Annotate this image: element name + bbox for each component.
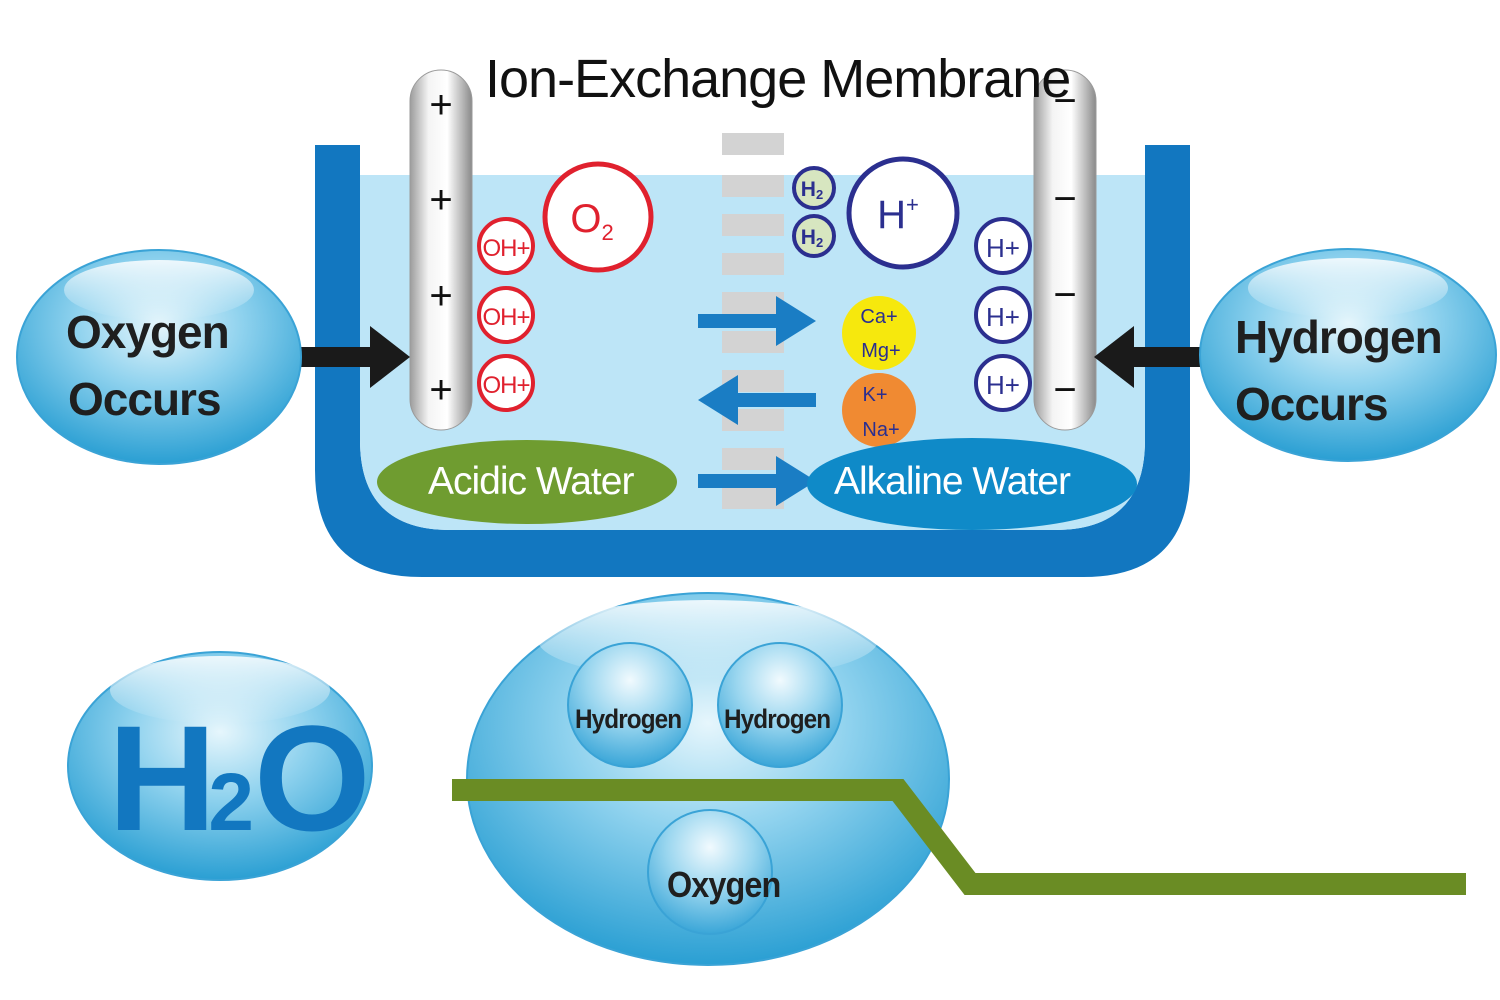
cathode-electrode: − − − − [1033,69,1097,431]
svg-text:H2: H2 [801,178,823,202]
hydrogen-atom-label: Hydrogen [575,704,682,734]
oh-ion: OH+ [477,354,535,412]
arrow-left-icon [698,375,816,425]
svg-text:H2: H2 [801,226,823,250]
oxygen-atom [647,809,773,935]
h2o-bubble [67,651,373,881]
cathode-sign: − [1053,79,1076,123]
cathode-sign: − [1053,368,1076,412]
anode-sign: + [429,274,452,318]
alkaline-water-label: Alkaline Water [834,460,1071,503]
svg-text:Ca+: Ca+ [860,306,897,328]
svg-text:K+: K+ [862,384,887,406]
oxygen-occurs-label: Oxygen [66,306,230,358]
hydrogen-occurs-label: Occurs [1235,378,1389,430]
oxygen-occurs-label: Occurs [68,373,222,425]
hydrogen-atom-label: Hydrogen [724,704,831,734]
svg-text:O2: O2 [570,197,613,245]
cathode-sign: − [1053,273,1076,317]
hydrogen-occurs-bubble [1199,248,1497,462]
arrow-right-icon [292,326,410,388]
arrow-left-icon [1094,326,1200,388]
anode-electrode: + + + + [409,69,473,431]
acidic-water-label: Acidic Water [428,460,634,503]
svg-text:OH+: OH+ [482,304,529,331]
svg-text:H+: H+ [986,370,1020,400]
svg-text:OH+: OH+ [482,235,529,262]
membrane-title: Ion-Exchange Membrane [485,49,1071,109]
oh-ion: OH+ [477,286,535,344]
arrow-right-icon [698,296,816,346]
h-plus-ion-large: H+ [846,156,960,270]
green-line [452,779,1466,895]
acidic-water-pill [377,440,677,524]
ca-mg-cation: Ca+ Mg+ [842,296,916,370]
h2o-label: H2O [108,694,371,862]
h2-molecule: H2 [792,166,836,210]
hydrogen-atom [567,642,693,768]
h-plus-ion: H+ [974,354,1032,412]
svg-text:OH+: OH+ [482,372,529,399]
h2-molecule: H2 [792,214,836,258]
h-plus-ion: H+ [974,286,1032,344]
cathode-sign: − [1053,177,1076,221]
o2-molecule: O2 [542,161,654,273]
svg-text:Na+: Na+ [862,419,899,441]
alkaline-water-pill [807,438,1137,530]
h-plus-ion: H+ [974,217,1032,275]
hydrogen-occurs-label: Hydrogen [1235,311,1443,363]
oh-ion: OH+ [477,217,535,275]
arrow-right-icon [698,456,816,506]
oxygen-atom-label: Oxygen [667,864,781,905]
svg-text:H+: H+ [986,302,1020,332]
svg-text:Mg+: Mg+ [861,340,900,362]
hydrogen-atom [717,642,843,768]
anode-sign: + [429,368,452,412]
oxygen-occurs-bubble [16,249,302,465]
svg-text:H+: H+ [877,192,919,237]
anode-sign: + [429,83,452,127]
anode-sign: + [429,178,452,222]
tank-wall [315,145,1190,577]
svg-text:H+: H+ [986,233,1020,263]
k-na-cation: K+ Na+ [842,373,916,447]
